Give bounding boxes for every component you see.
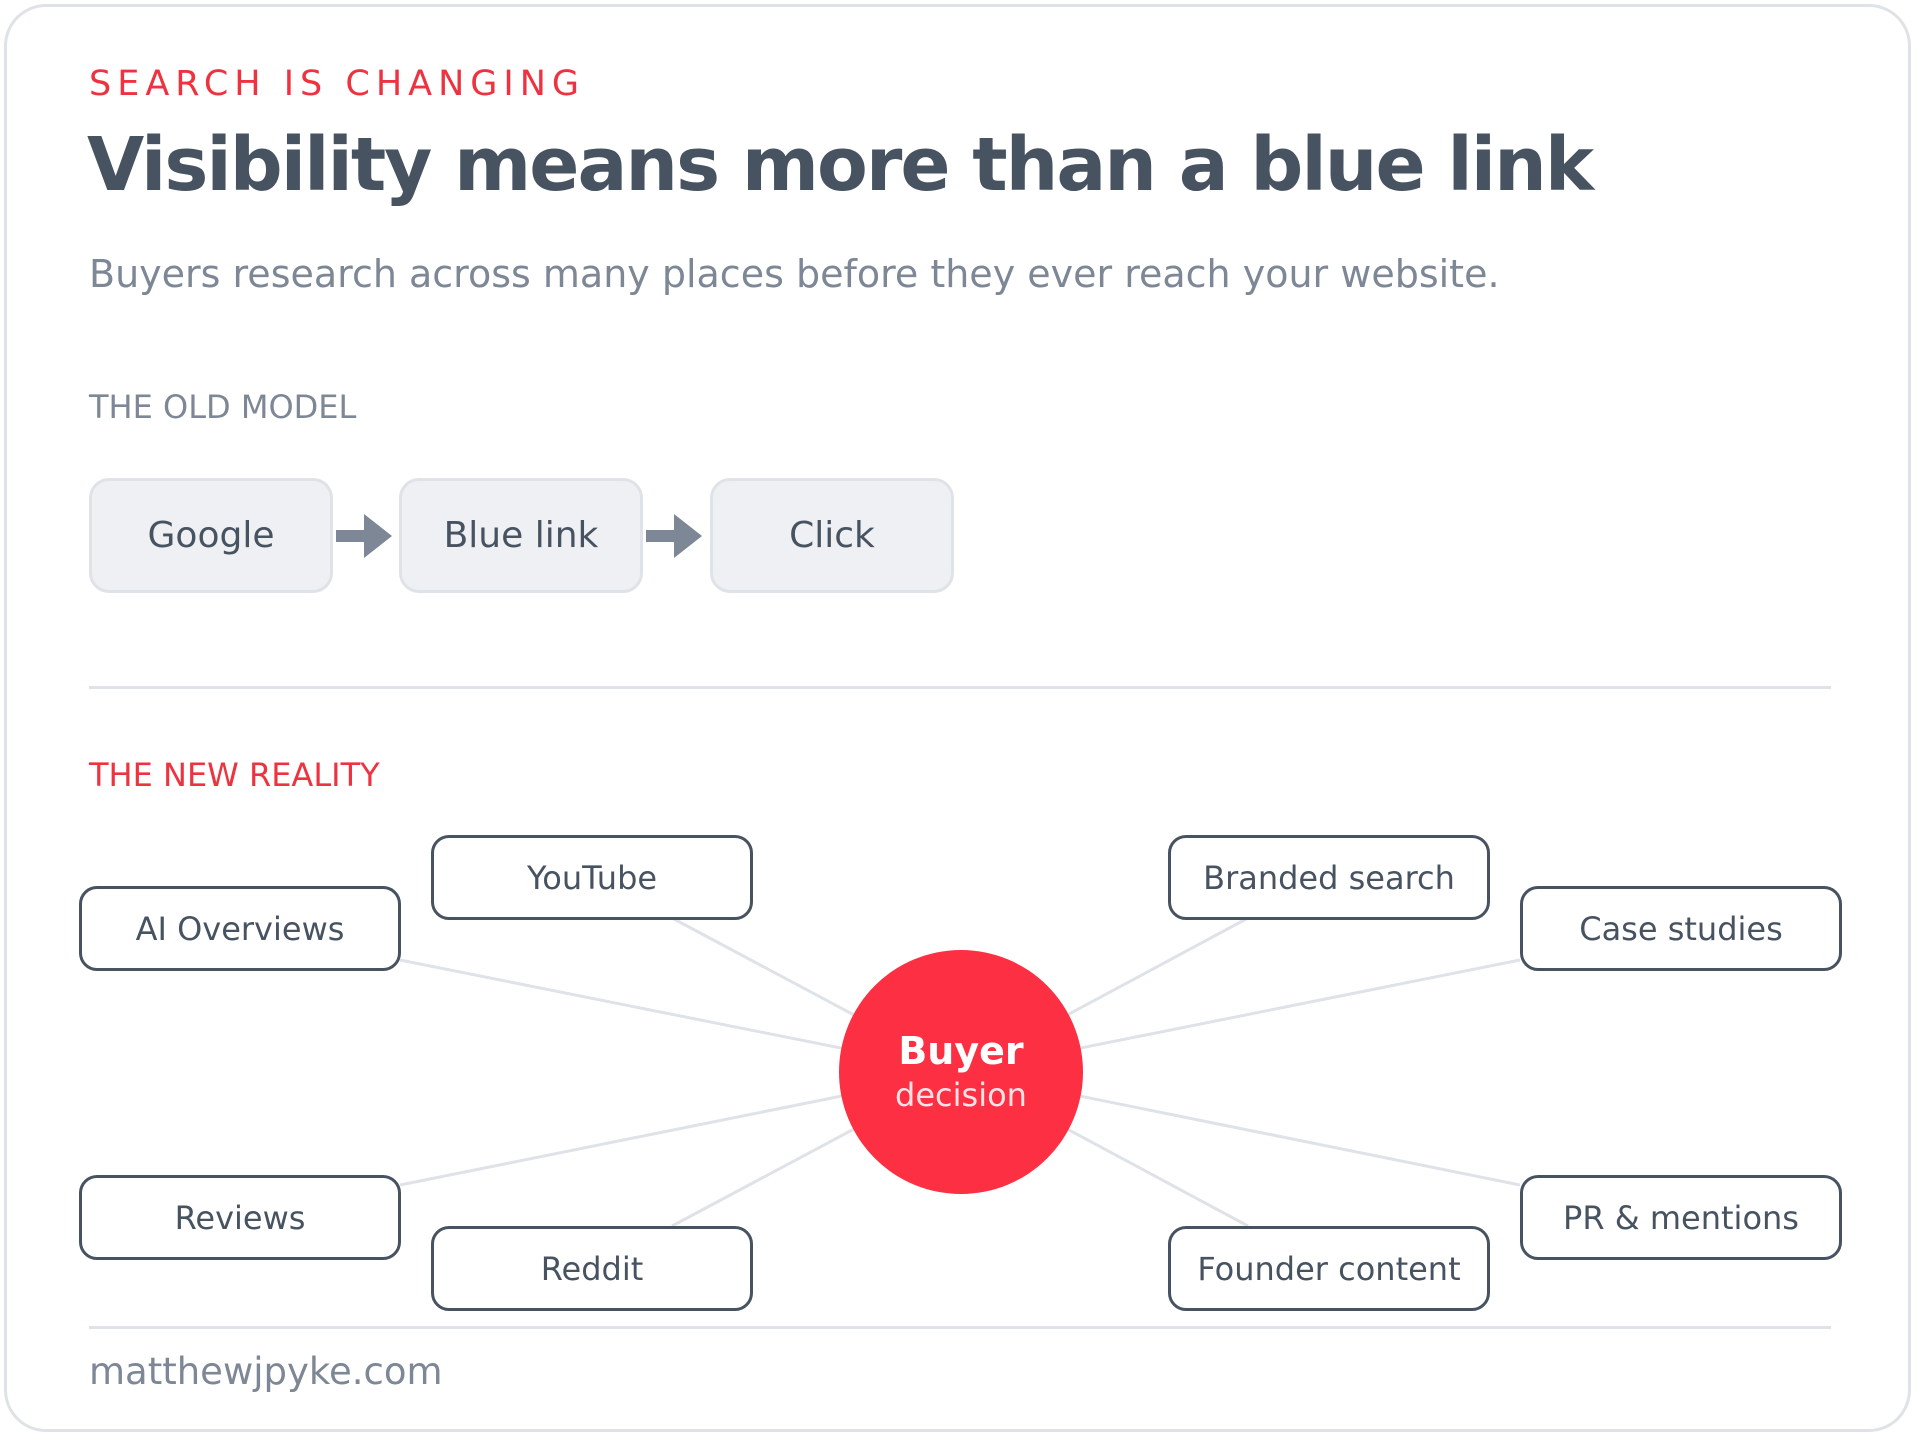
page-title: Visibility means more than a blue link bbox=[87, 122, 1594, 208]
node-founder-content: Founder content bbox=[1168, 1226, 1490, 1311]
hub-title: Buyer bbox=[898, 1029, 1024, 1073]
kicker-label: SEARCH IS CHANGING bbox=[89, 64, 586, 104]
node-case-studies: Case studies bbox=[1520, 886, 1842, 971]
buyer-decision-hub: Buyer decision bbox=[839, 950, 1083, 1194]
new-reality-label: THE NEW REALITY bbox=[89, 756, 380, 794]
node-reviews: Reviews bbox=[79, 1175, 401, 1260]
section-divider bbox=[89, 686, 1831, 689]
old-step-click: Click bbox=[710, 478, 954, 593]
node-reddit: Reddit bbox=[431, 1226, 753, 1311]
old-step-blue-link: Blue link bbox=[399, 478, 643, 593]
arrow-right-icon bbox=[646, 514, 702, 558]
node-youtube: YouTube bbox=[431, 835, 753, 920]
old-model-label: THE OLD MODEL bbox=[89, 388, 357, 426]
footer-site: matthewjpyke.com bbox=[89, 1350, 443, 1393]
page-subtitle: Buyers research across many places befor… bbox=[89, 252, 1500, 296]
node-pr-mentions: PR & mentions bbox=[1520, 1175, 1842, 1260]
node-ai-overviews: AI Overviews bbox=[79, 886, 401, 971]
node-branded-search: Branded search bbox=[1168, 835, 1490, 920]
old-step-google: Google bbox=[89, 478, 333, 593]
arrow-right-icon bbox=[336, 514, 392, 558]
footer-divider bbox=[89, 1326, 1831, 1329]
hub-subtitle: decision bbox=[895, 1076, 1027, 1114]
